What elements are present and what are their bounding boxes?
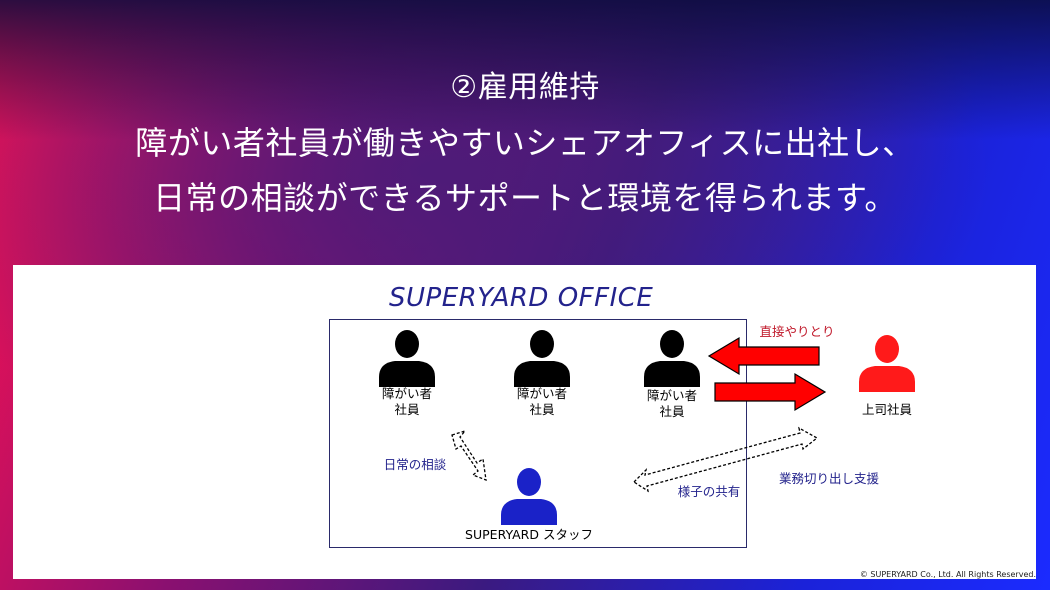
direct-label: 直接やりとり	[759, 324, 835, 339]
headline-title: ②雇用維持	[450, 70, 600, 105]
direct-arrows-icon	[707, 336, 827, 412]
staff-person-icon	[501, 468, 557, 525]
staff-label: SUPERYARD スタッフ	[465, 527, 593, 542]
background-shade	[0, 0, 1050, 140]
employee-3-person-icon	[644, 330, 700, 387]
consult-arrow-icon	[451, 429, 487, 482]
employee-3-label: 障がい者 社員	[646, 388, 697, 419]
employee-2-label: 障がい者 社員	[516, 386, 567, 417]
support-label: 業務切り出し支援	[778, 471, 879, 486]
office-frame	[329, 319, 747, 548]
headline-line-1: 障がい者社員が働きやすいシェアオフィスに出社し、	[135, 124, 915, 162]
employee-2-person-icon	[514, 330, 570, 387]
boss-label: 上司社員	[861, 402, 912, 417]
office-title: SUPERYARD OFFICE	[389, 283, 654, 313]
diagram-panel: SUPERYARD OFFICE 障がい者 社員 障がい者 社員 障がい者 社員…	[13, 265, 1036, 579]
consult-label: 日常の相談	[383, 457, 447, 472]
employee-1-person-icon	[379, 330, 435, 387]
boss-person-icon	[859, 335, 915, 392]
share-arrow-icon	[632, 426, 819, 493]
headline-line-2: 日常の相談ができるサポートと環境を得られます。	[153, 179, 897, 217]
share-label: 様子の共有	[677, 484, 741, 499]
copyright: © SUPERYARD Co., Ltd. All Rights Reserve…	[859, 570, 1036, 579]
employee-1-label: 障がい者 社員	[381, 386, 432, 417]
